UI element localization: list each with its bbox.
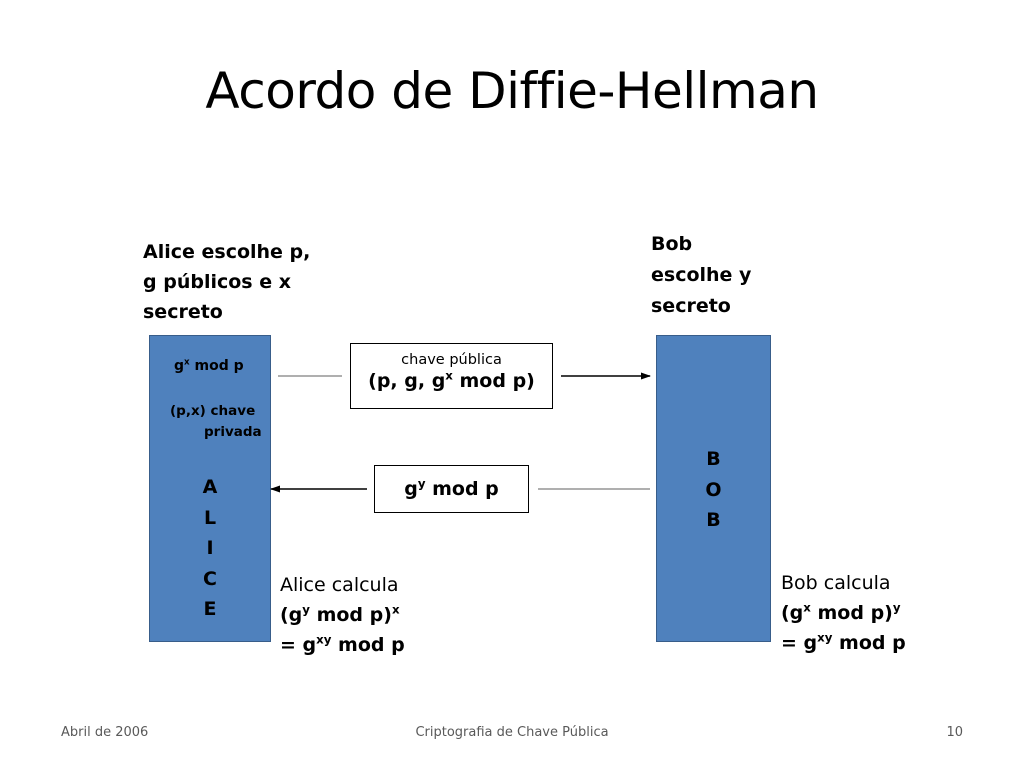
bob-letter: B — [706, 509, 721, 531]
alice-calculation: Alice calcula (gy mod p)x = gxy mod p — [280, 570, 405, 660]
alice-calc-title: Alice calcula — [280, 574, 399, 596]
alice-calc-expression: (gy mod p)x — [280, 602, 400, 626]
alice-private-line: (p,x) chave — [170, 403, 256, 419]
public-key-value: (p, g, gx mod p) — [368, 368, 535, 392]
bob-choose-line: escolhe y — [651, 264, 752, 286]
footer-subject: Criptografia de Chave Pública — [415, 725, 609, 740]
alice-choose-line: secreto — [143, 301, 223, 323]
bob-choose-line: secreto — [651, 295, 731, 317]
alice-public-value: gx mod p — [174, 357, 244, 374]
bob-public-message: gy mod p — [374, 465, 529, 513]
alice-choose-note: Alice escolhe p, g públicos e x secreto — [143, 237, 310, 327]
alice-private-line: privada — [204, 424, 262, 440]
bob-calc-result: = gxy mod p — [781, 630, 906, 654]
bob-box: B O B — [656, 335, 771, 642]
alice-private-key: (p,x) chave privada — [170, 401, 262, 443]
alice-letter: C — [203, 567, 217, 590]
alice-letter: I — [206, 537, 214, 559]
alice-letter: A — [202, 476, 218, 498]
alice-letter: L — [203, 506, 217, 529]
slide-title: Acordo de Diffie-Hellman — [205, 62, 819, 120]
public-key-caption: chave pública — [401, 352, 502, 368]
bob-calculation: Bob calcula (gx mod p)y = gxy mod p — [781, 568, 906, 658]
alice-choose-line: Alice escolhe p, — [143, 241, 311, 263]
bob-letter: O — [705, 478, 722, 501]
bob-choose-line: Bob — [651, 233, 693, 255]
bob-letter: B — [706, 448, 721, 470]
bob-calc-title: Bob calcula — [781, 572, 891, 594]
bob-calc-expression: (gx mod p)y — [781, 600, 901, 624]
alice-calc-result: = gxy mod p — [280, 632, 405, 656]
alice-choose-line: g públicos e x — [143, 271, 291, 293]
alice-letter: E — [203, 598, 217, 620]
public-key-message: chave pública (p, g, gx mod p) — [350, 343, 553, 409]
alice-box: gx mod p (p,x) chave privada A L I C E — [149, 335, 271, 642]
alice-letters: A L I C E — [150, 472, 270, 625]
footer-page-number: 10 — [946, 725, 963, 740]
footer-date: Abril de 2006 — [61, 725, 149, 740]
bob-choose-note: Bob escolhe y secreto — [651, 229, 751, 322]
bob-letters: B O B — [657, 444, 770, 536]
